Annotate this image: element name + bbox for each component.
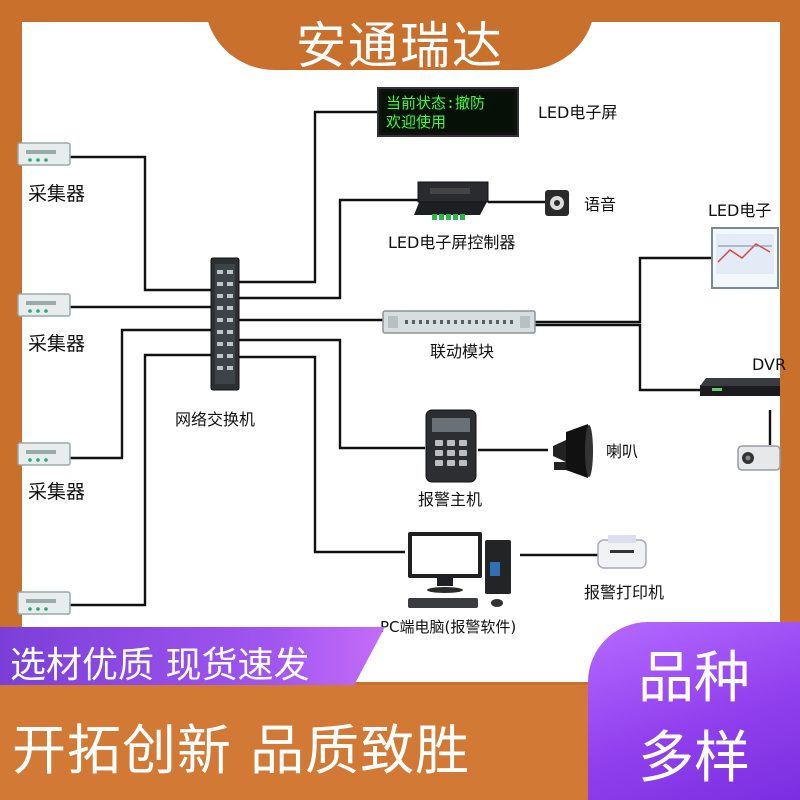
network-switch bbox=[210, 257, 240, 391]
wire-alarm-host bbox=[237, 338, 425, 450]
speaker-label: 语音 bbox=[584, 195, 616, 214]
printer-label: 报警打印机 bbox=[584, 583, 664, 602]
collector-3 bbox=[17, 442, 71, 466]
led-display-line-2: 欢迎使用 bbox=[386, 113, 446, 131]
corner-badge-line-2: 多样 bbox=[638, 726, 750, 791]
led-screen-right bbox=[711, 227, 779, 289]
wire-right-led bbox=[535, 256, 712, 324]
switch-label: 网络交换机 bbox=[175, 410, 255, 429]
orange-banner bbox=[0, 685, 640, 800]
wire-pc bbox=[237, 355, 405, 554]
collector-label-2: 采集器 bbox=[28, 333, 85, 355]
linkage-module bbox=[382, 310, 536, 334]
led-screen-top bbox=[377, 87, 519, 137]
wire-collector-4 bbox=[70, 353, 225, 607]
collector-label-1: 采集器 bbox=[28, 183, 85, 205]
speaker-icon bbox=[545, 190, 569, 216]
led-screen-right-label: LED电子 bbox=[708, 201, 771, 220]
collector-label-3: 采集器 bbox=[28, 481, 85, 503]
wire-led-screen bbox=[237, 110, 380, 284]
horn-icon bbox=[553, 424, 593, 478]
corner-badge bbox=[588, 622, 800, 800]
wire-collector-1 bbox=[70, 155, 225, 292]
orange-banner-text: 开拓创新 品质致胜 bbox=[12, 719, 471, 782]
dvr-label: DVR bbox=[752, 355, 786, 374]
pc-computer bbox=[408, 532, 511, 608]
collector-4 bbox=[17, 591, 71, 615]
title-tab bbox=[205, 0, 595, 70]
alarm-host-label: 报警主机 bbox=[418, 490, 482, 509]
linkage-module-label: 联动模块 bbox=[430, 342, 494, 361]
collector-1 bbox=[17, 142, 71, 166]
dvr-device bbox=[700, 378, 780, 396]
pc-label: PC端电脑(报警软件) bbox=[380, 618, 516, 636]
purple-banner-text: 选材优质 现货速发 bbox=[10, 645, 310, 686]
purple-banner bbox=[0, 627, 385, 685]
horn-label: 喇叭 bbox=[606, 442, 638, 461]
collector-2 bbox=[17, 293, 71, 317]
wires bbox=[70, 110, 772, 607]
led-controller-label: LED电子屏控制器 bbox=[388, 233, 515, 252]
wire-collector-3 bbox=[70, 328, 225, 460]
led-controller bbox=[414, 181, 489, 220]
brand-title: 安通瑞达 bbox=[296, 17, 504, 75]
wire-dvr bbox=[535, 323, 700, 392]
led-screen-top-label: LED电子屏 bbox=[538, 103, 617, 122]
led-display-line-1: 当前状态:撤防 bbox=[386, 94, 485, 112]
wire-led-controller bbox=[237, 198, 418, 300]
corner-badge-line-1: 品种 bbox=[638, 646, 750, 711]
camera-icon bbox=[737, 445, 781, 471]
printer-icon bbox=[597, 535, 647, 569]
alarm-host bbox=[425, 409, 477, 483]
